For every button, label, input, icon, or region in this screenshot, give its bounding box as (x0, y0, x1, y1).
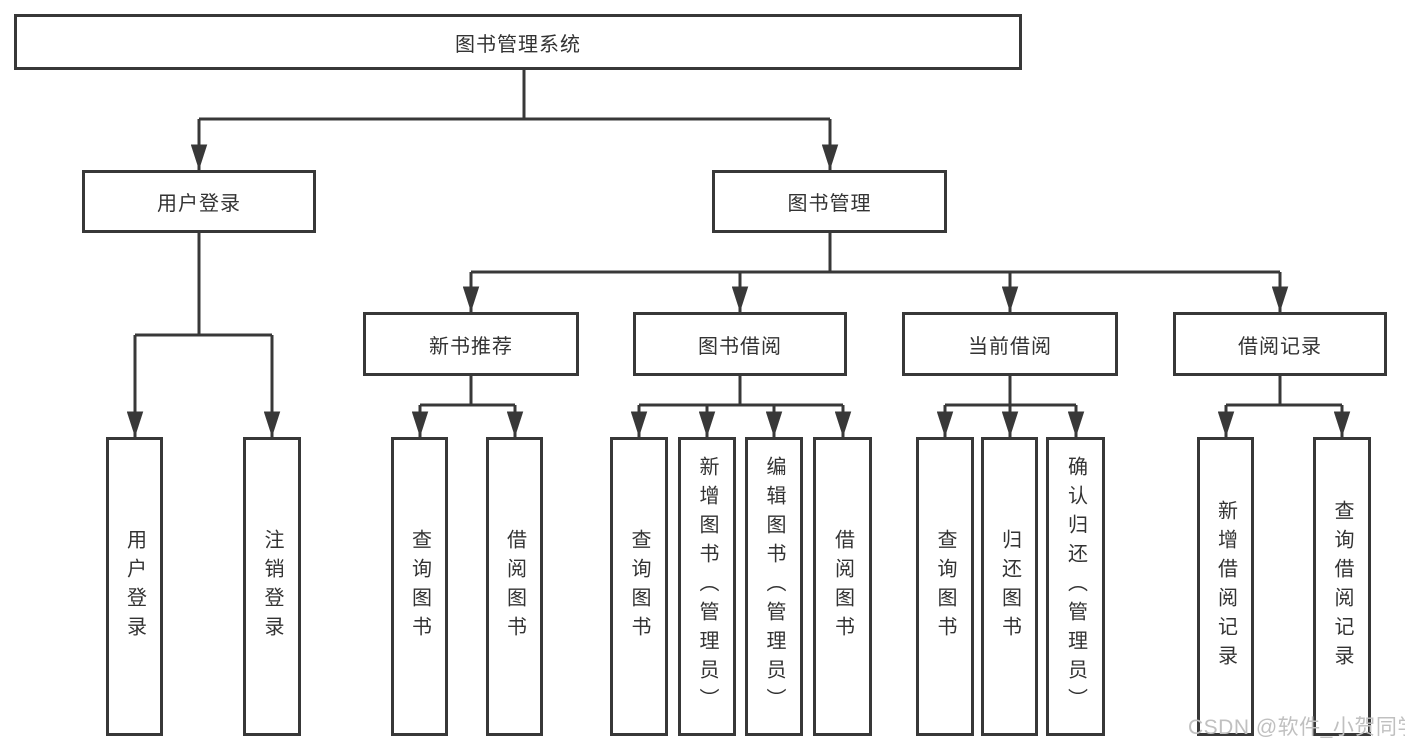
node-user-login: 用户登录 (82, 170, 316, 233)
node-root-system: 图书管理系统 (14, 14, 1022, 70)
node-label: 图书管理系统 (455, 33, 581, 56)
node-return-books: 归还图书 (981, 437, 1038, 736)
node-label: 借阅记录 (1238, 335, 1322, 358)
node-label: 图书借阅 (698, 335, 782, 358)
node-label: 归还图书 (998, 528, 1021, 645)
node-label: 编辑图书（管理员） (763, 456, 785, 717)
node-logout-leaf: 注销登录 (243, 437, 301, 736)
node-new-book-recommend: 新书推荐 (363, 312, 579, 376)
node-user-login-leaf: 用户登录 (106, 437, 163, 736)
node-label: 借阅图书 (831, 528, 854, 645)
node-query-books-borrow: 查询图书 (610, 437, 668, 736)
node-label: 新书推荐 (429, 335, 513, 358)
node-label: 注销登录 (261, 528, 283, 645)
node-confirm-return-admin: 确认归还（管理员） (1046, 437, 1105, 736)
node-label: 用户登录 (123, 528, 146, 645)
node-edit-book-admin: 编辑图书（管理员） (745, 437, 803, 736)
node-add-book-admin: 新增图书（管理员） (678, 437, 736, 736)
node-query-books-recommend: 查询图书 (391, 437, 448, 736)
node-label: 查询借阅记录 (1331, 499, 1353, 674)
node-label: 用户登录 (157, 193, 241, 215)
node-book-borrow: 图书借阅 (633, 312, 847, 376)
node-label: 新增图书（管理员） (696, 456, 718, 717)
node-borrow-records: 借阅记录 (1173, 312, 1387, 376)
node-label: 查询图书 (628, 528, 650, 645)
csdn-watermark: CSDN @软件_小贺同学 (1188, 716, 1405, 739)
node-label: 图书管理 (787, 193, 872, 215)
node-label: 借阅图书 (503, 528, 526, 645)
node-borrow-books-recommend: 借阅图书 (486, 437, 543, 736)
node-label: 当前借阅 (968, 335, 1052, 358)
node-current-borrow: 当前借阅 (902, 312, 1118, 376)
node-book-management: 图书管理 (712, 170, 947, 233)
node-query-borrow-record: 查询借阅记录 (1313, 437, 1371, 736)
node-add-borrow-record: 新增借阅记录 (1197, 437, 1254, 736)
node-label: 确认归还（管理员） (1064, 456, 1087, 717)
node-borrow-books-borrow: 借阅图书 (813, 437, 872, 736)
node-label: 查询图书 (408, 528, 431, 645)
node-label: 新增借阅记录 (1214, 499, 1237, 674)
node-label: 查询图书 (934, 528, 956, 645)
node-query-books-current: 查询图书 (916, 437, 974, 736)
